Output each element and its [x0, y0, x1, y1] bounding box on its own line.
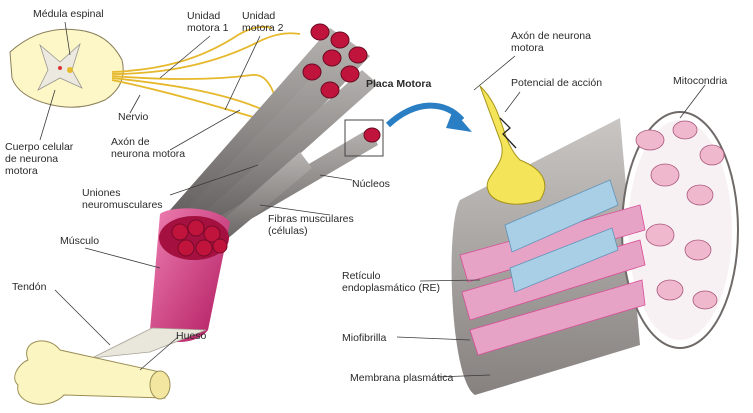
label-potencial-de-accion: Potencial de acción — [511, 77, 603, 89]
action-potential-mark — [499, 117, 517, 149]
bone — [14, 340, 171, 405]
zoom-arrow — [385, 102, 472, 132]
label-cuerpo-celular: Cuerpo celular de neurona motora — [5, 141, 74, 177]
sarcoplasmic-reticulum — [504, 179, 619, 293]
enlarged-fiber — [451, 85, 739, 395]
label-axon-neurona-motora: Axón de neurona motora — [111, 136, 186, 160]
label-unidad-motora-1: Unidad motora 1 — [187, 10, 229, 34]
tendon — [91, 327, 207, 359]
synapse — [479, 85, 546, 205]
zoom-box — [344, 119, 384, 157]
label-tendon: Tendón — [12, 281, 47, 293]
label-uniones-neuromusculares: Uniones neuromusculares — [82, 187, 163, 211]
label-axon-de-neurona: Axón de neurona motora — [511, 30, 591, 54]
label-unidad-motora-2: Unidad motora 2 — [242, 10, 284, 34]
spinal-cord — [9, 28, 124, 108]
muscle-fibers — [170, 23, 381, 250]
label-musculo: Músculo — [60, 235, 100, 247]
label-mitocondria: Mitocondria — [673, 75, 728, 87]
label-fibras-musculares: Fibras musculares (células) — [268, 213, 354, 237]
leader-lines — [39, 21, 706, 378]
muscle-belly — [150, 208, 230, 342]
label-membrana-plasmatica: Membrana plasmática — [350, 372, 454, 384]
label-nucleos: Núcleos — [352, 178, 390, 190]
label-miofibrilla: Miofibrilla — [342, 332, 387, 344]
label-medula-espinal: Médula espinal — [33, 8, 104, 20]
label-hueso: Hueso — [176, 330, 207, 342]
label-placa-motora: Placa Motora — [366, 78, 432, 90]
mitochondria — [635, 120, 725, 310]
label-reticulo-endoplasmatico: Retículo endoplasmático (RE) — [342, 270, 441, 294]
myofibrils — [459, 204, 646, 356]
label-nervio: Nervio — [118, 111, 149, 123]
